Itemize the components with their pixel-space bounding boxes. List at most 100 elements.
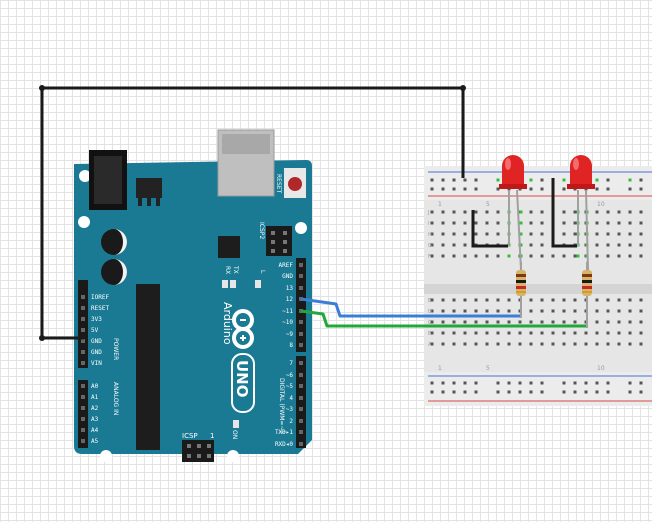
- resistor-1[interactable]: [516, 262, 526, 318]
- header-pin[interactable]: [299, 286, 303, 290]
- wires: [39, 85, 587, 341]
- header-pin[interactable]: [299, 320, 303, 324]
- breadboard-hole: [617, 309, 621, 313]
- led-2[interactable]: [567, 155, 595, 271]
- pin-label: GND: [91, 338, 102, 345]
- pin12-wire[interactable]: [300, 297, 521, 318]
- breadboard-hole: [452, 221, 456, 225]
- breadboard-hole: [529, 210, 533, 214]
- breadboard-hole: [639, 221, 643, 225]
- header-pin[interactable]: [81, 428, 85, 432]
- header-pin[interactable]: [81, 350, 85, 354]
- header-pin[interactable]: [81, 317, 85, 321]
- pin-label: IOREF: [91, 294, 109, 301]
- rail-hole: [628, 178, 632, 182]
- breadboard-channel: [424, 284, 652, 294]
- header-pin[interactable]: [299, 384, 303, 388]
- icsp-pin[interactable]: [271, 249, 275, 253]
- header-pin[interactable]: [299, 332, 303, 336]
- icsp-pin[interactable]: [283, 231, 287, 235]
- icsp-pin[interactable]: [271, 240, 275, 244]
- breadboard-hole: [430, 254, 434, 258]
- icsp-header: [182, 440, 214, 462]
- led-1-rim: [499, 184, 527, 189]
- header-pin[interactable]: [81, 417, 85, 421]
- ground-wire-bend: [460, 85, 466, 91]
- icsp-pin[interactable]: [283, 249, 287, 253]
- header-pin[interactable]: [81, 406, 85, 410]
- rail-hole: [595, 178, 599, 182]
- header-pin[interactable]: [81, 439, 85, 443]
- resistor-2-band: [582, 280, 592, 283]
- rail-hole: [639, 178, 643, 182]
- led2-ground-jumper[interactable]: [551, 178, 577, 248]
- header-pin[interactable]: [81, 306, 85, 310]
- header-pin[interactable]: [299, 343, 303, 347]
- led-2-rim: [567, 184, 595, 189]
- breadboard-hole: [606, 221, 610, 225]
- row-letter: I: [428, 221, 429, 227]
- breadboard-hole: [562, 320, 566, 324]
- header-pin[interactable]: [81, 339, 85, 343]
- breadboard-hole: [617, 210, 621, 214]
- rail-hole: [474, 390, 478, 394]
- header-pin[interactable]: [81, 361, 85, 365]
- led1-ground-jumper[interactable]: [471, 210, 508, 248]
- resistor-1-band: [516, 291, 526, 293]
- breadboard-hole: [452, 342, 456, 346]
- breadboard-hole: [573, 254, 577, 258]
- header-pin[interactable]: [81, 328, 85, 332]
- breadboard-hole: [628, 232, 632, 236]
- breadboard-hole: [485, 210, 489, 214]
- rx-label: RX: [224, 266, 231, 274]
- reset-button-cap[interactable]: [288, 177, 302, 191]
- icsp-pin[interactable]: [197, 444, 201, 448]
- breadboard-hole: [617, 232, 621, 236]
- header-pin[interactable]: [299, 263, 303, 267]
- tx-led: [230, 280, 236, 288]
- icsp-pin[interactable]: [187, 454, 191, 458]
- rail-hole: [573, 390, 577, 394]
- header-pin[interactable]: [299, 373, 303, 377]
- breadboard-hole: [628, 254, 632, 258]
- on-label: ON: [231, 430, 238, 439]
- pin-label: RESET: [91, 305, 109, 312]
- header-pin[interactable]: [299, 430, 303, 434]
- regulator-leg: [147, 198, 151, 206]
- icsp-pin[interactable]: [283, 240, 287, 244]
- breadboard-hole: [606, 309, 610, 313]
- header-pin[interactable]: [81, 395, 85, 399]
- resistor-2[interactable]: [582, 262, 592, 328]
- header-pin[interactable]: [299, 274, 303, 278]
- breadboard-hole: [529, 298, 533, 302]
- breadboard-hole: [617, 254, 621, 258]
- header-pin[interactable]: [81, 295, 85, 299]
- led-1[interactable]: [499, 155, 527, 271]
- arduino-board: RESET ICSP2 TX RX L Arduino UNO: [74, 129, 312, 462]
- icsp-pin[interactable]: [207, 454, 211, 458]
- row-letter: B: [428, 331, 432, 337]
- breadboard-hole: [474, 320, 478, 324]
- icsp-pin[interactable]: [197, 454, 201, 458]
- header-pin[interactable]: [299, 396, 303, 400]
- icsp-pin[interactable]: [207, 444, 211, 448]
- header-pin[interactable]: [299, 419, 303, 423]
- breadboard-hole: [639, 342, 643, 346]
- breadboard-hole: [606, 342, 610, 346]
- header-pin[interactable]: [299, 407, 303, 411]
- pin11-wire[interactable]: [300, 309, 587, 328]
- rail-hole: [540, 381, 544, 385]
- breadboard-hole: [518, 331, 522, 335]
- header-pin[interactable]: [299, 442, 303, 446]
- row-letter: C: [428, 320, 432, 326]
- rail-hole: [463, 381, 467, 385]
- rail-hole: [474, 178, 478, 182]
- breadboard-hole: [474, 331, 478, 335]
- breadboard-hole: [529, 232, 533, 236]
- icsp-pin[interactable]: [187, 444, 191, 448]
- icsp-pin[interactable]: [271, 231, 275, 235]
- header-pin[interactable]: [299, 361, 303, 365]
- header-pin[interactable]: [81, 384, 85, 388]
- regulator-leg: [138, 198, 142, 206]
